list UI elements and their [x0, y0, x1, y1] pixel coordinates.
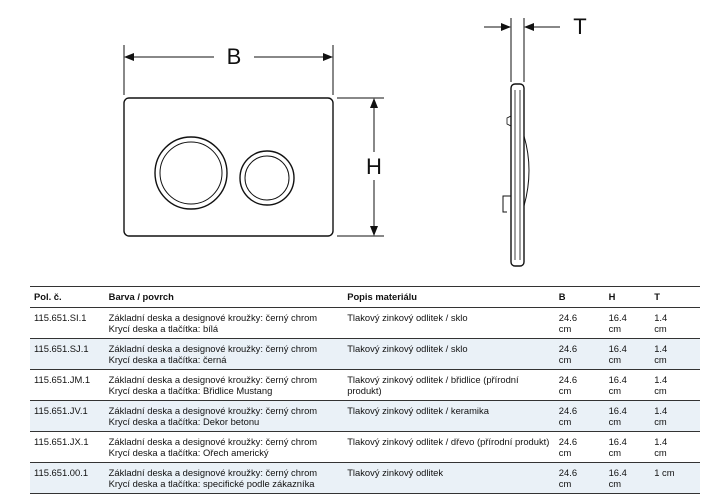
- dimension-t-label: T: [573, 14, 586, 39]
- cell-barva: Základní deska a designové kroužky: čern…: [104, 307, 344, 339]
- table-header-row: Pol. č. Barva / povrch Popis materiálu B…: [30, 286, 700, 308]
- cell-barva: Základní deska a designové kroužky: čern…: [104, 369, 344, 401]
- cell-pol: 115.651.JM.1: [30, 369, 105, 401]
- header-pol: Pol. č.: [30, 286, 105, 308]
- specification-table: Pol. č. Barva / povrch Popis materiálu B…: [30, 286, 700, 494]
- flush-plate-side: [510, 83, 525, 267]
- cell-pol: 115.651.JX.1: [30, 431, 105, 463]
- cell-barva: Základní deska a designové kroužky: čern…: [104, 431, 344, 463]
- dimension-h: H: [337, 97, 384, 237]
- cell-pol: 115.651.SJ.1: [30, 338, 105, 370]
- table-row: 115.651.JV.1 Základní deska a designové …: [30, 400, 700, 432]
- small-flush-button-inner: [244, 155, 290, 201]
- dimension-t: T: [484, 14, 587, 82]
- cell-popis: Tlakový zinkový odlitek / sklo: [343, 338, 555, 370]
- header-b: B: [554, 286, 605, 308]
- cell-popis: Tlakový zinkový odlitek: [343, 462, 555, 494]
- header-t: T: [650, 286, 700, 308]
- header-popis: Popis materiálu: [343, 286, 555, 308]
- dimension-h-label: H: [366, 154, 382, 179]
- large-flush-button-inner: [159, 141, 223, 205]
- technical-drawing: B H T: [123, 14, 587, 267]
- side-view: [502, 83, 530, 267]
- front-view: [123, 97, 334, 237]
- table-row: 115.651.00.1 Základní deska a designové …: [30, 462, 700, 494]
- table-row: 115.651.SI.1 Základní deska a designové …: [30, 307, 700, 339]
- cell-popis: Tlakový zinkový odlitek / sklo: [343, 307, 555, 339]
- cell-barva: Základní deska a designové kroužky: čern…: [104, 338, 344, 370]
- cell-popis: Tlakový zinkový odlitek / keramika: [343, 400, 555, 432]
- cell-popis: Tlakový zinkový odlitek / břidlice (přír…: [343, 369, 555, 401]
- cell-pol: 115.651.SI.1: [30, 307, 105, 339]
- dimension-b-label: B: [227, 44, 242, 69]
- table-row: 115.651.JM.1 Základní deska a designové …: [30, 369, 700, 401]
- large-flush-button: [154, 136, 228, 210]
- cell-pol: 115.651.00.1: [30, 462, 105, 494]
- small-flush-button: [239, 150, 295, 206]
- flush-plate-front: [123, 97, 334, 237]
- table-row: 115.651.SJ.1 Základní deska a designové …: [30, 338, 700, 370]
- cell-barva: Základní deska a designové kroužky: čern…: [104, 400, 344, 432]
- cell-popis: Tlakový zinkový odlitek / dřevo (přírodn…: [343, 431, 555, 463]
- cell-pol: 115.651.JV.1: [30, 400, 105, 432]
- header-barva: Barva / povrch: [104, 286, 344, 308]
- table-row: 115.651.JX.1 Základní deska a designové …: [30, 431, 700, 463]
- dimension-b: B: [123, 44, 334, 95]
- header-h: H: [604, 286, 651, 308]
- cell-t: 1 cm: [650, 462, 700, 494]
- cell-barva: Základní deska a designové kroužky: čern…: [104, 462, 344, 494]
- button-profile: [523, 135, 530, 207]
- mounting-hook: [502, 195, 511, 213]
